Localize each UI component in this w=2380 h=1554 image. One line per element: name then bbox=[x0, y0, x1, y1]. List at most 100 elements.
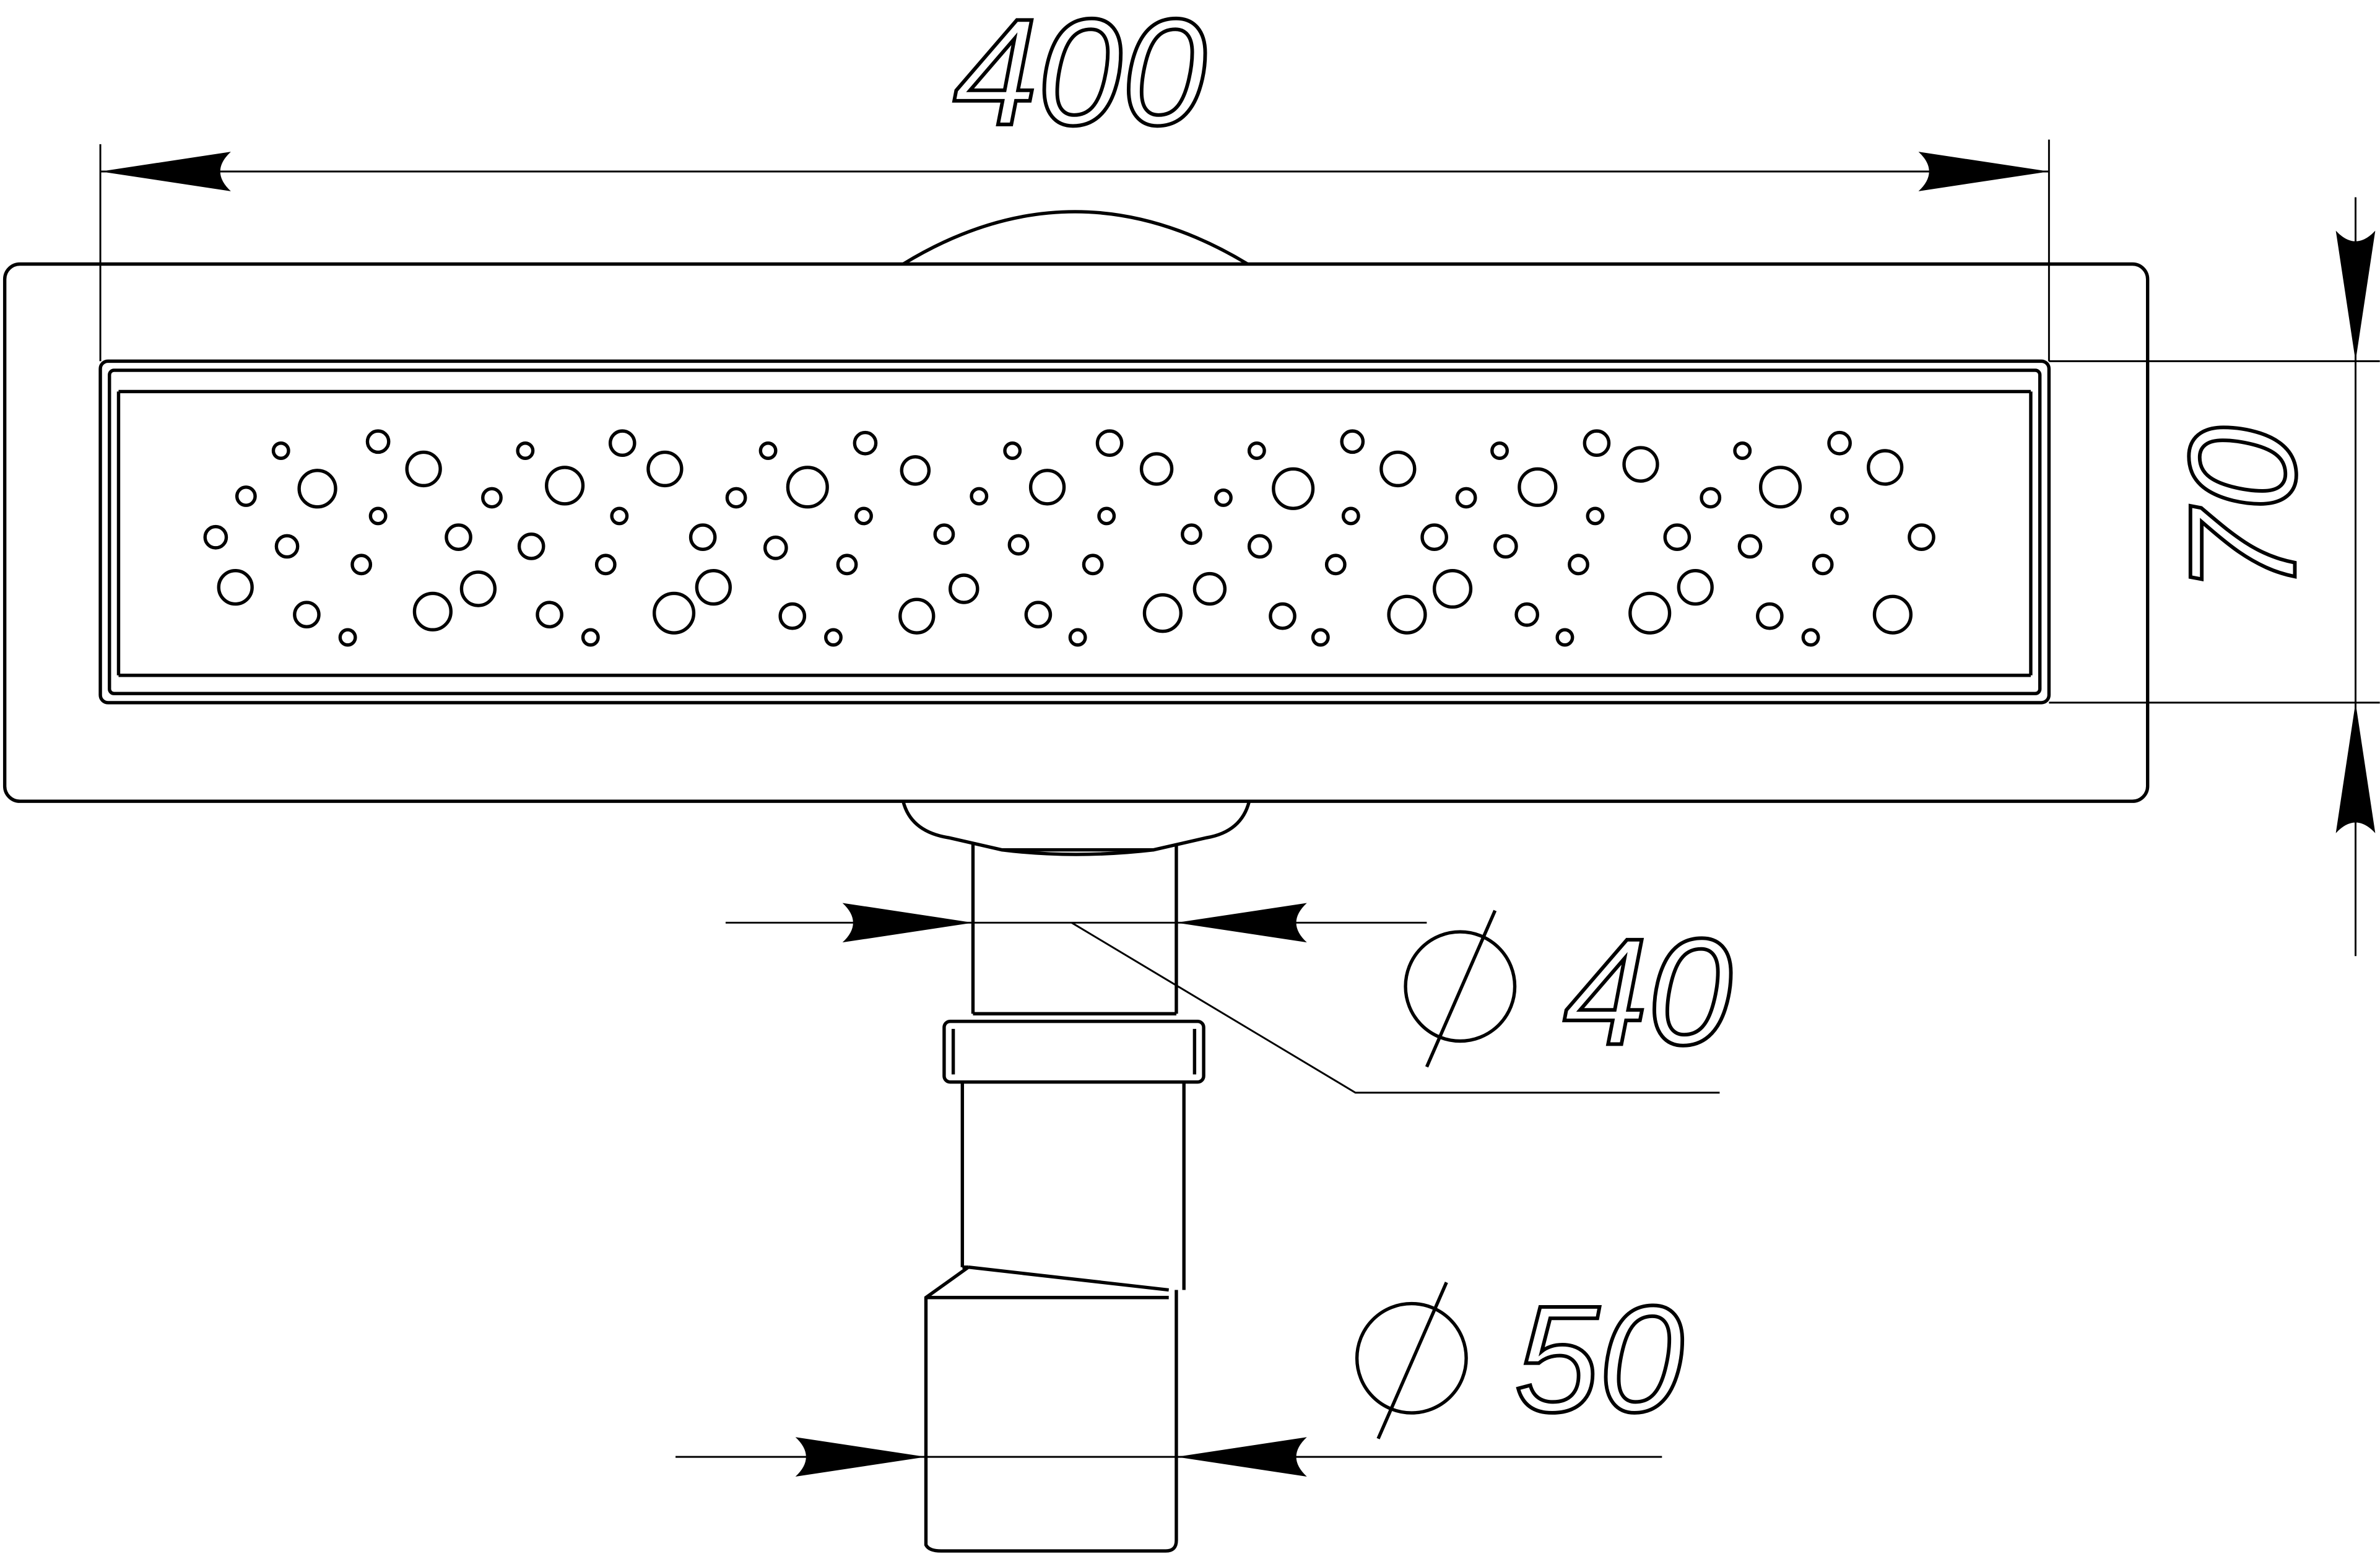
drain-outlet-pipe bbox=[901, 801, 1251, 1553]
grate-hole bbox=[1872, 594, 1913, 635]
grate-hole bbox=[610, 506, 629, 526]
grate-hole bbox=[1028, 469, 1066, 506]
grate-hole bbox=[516, 441, 535, 460]
grate-hole bbox=[1097, 506, 1116, 526]
grate-hole bbox=[1068, 628, 1087, 647]
drain-outer-frame bbox=[2, 262, 2150, 803]
grate-hole bbox=[653, 591, 696, 635]
grate-hole bbox=[1677, 568, 1714, 606]
grate-hole bbox=[949, 573, 979, 604]
grate-hole bbox=[786, 466, 829, 509]
dimension-width-label: 70 bbox=[2157, 426, 2327, 595]
grate-hole bbox=[271, 441, 290, 460]
grate-hole bbox=[217, 568, 254, 606]
grate-hole bbox=[778, 602, 807, 630]
grate-hole bbox=[350, 553, 373, 576]
grate-hole bbox=[338, 628, 357, 647]
drain-grate bbox=[98, 359, 2051, 705]
diameter-symbol-icon bbox=[1355, 1282, 1468, 1439]
dimension-width: 70 bbox=[2049, 197, 2380, 957]
grate-hole bbox=[1493, 534, 1518, 559]
dimension-length: 400 bbox=[99, 0, 2050, 362]
grate-hole bbox=[853, 430, 878, 456]
dimension-length-label: 400 bbox=[953, 0, 1207, 157]
grate-hole bbox=[1663, 523, 1692, 552]
grate-hole bbox=[1812, 553, 1834, 576]
grate-hole bbox=[536, 601, 563, 629]
grate-hole bbox=[695, 568, 732, 606]
grate-hole bbox=[1490, 441, 1509, 460]
grate-hole bbox=[898, 597, 936, 635]
grate-hole bbox=[1311, 628, 1330, 647]
grate-hole bbox=[1003, 441, 1022, 460]
grate-hole bbox=[758, 441, 778, 460]
grate-hole bbox=[1247, 441, 1266, 460]
dimension-outlet-50: 50 bbox=[675, 1272, 1685, 1477]
grate-hole bbox=[1628, 591, 1672, 635]
grate-hole bbox=[1139, 452, 1174, 486]
grate-hole bbox=[1455, 487, 1477, 509]
grate-hole bbox=[1518, 467, 1558, 507]
dimension-outlet-40-label: 40 bbox=[1563, 906, 1732, 1076]
grate-hole bbox=[1756, 602, 1784, 630]
grate-hole bbox=[970, 487, 989, 506]
grate-hole bbox=[481, 487, 503, 509]
grate-hole-pattern bbox=[203, 429, 1935, 647]
grate-hole bbox=[581, 628, 600, 647]
grate-hole bbox=[1700, 487, 1722, 509]
grate-hole bbox=[594, 553, 617, 576]
grate-hole bbox=[365, 429, 391, 454]
grate-hole bbox=[1214, 488, 1233, 507]
grate-hole bbox=[854, 506, 873, 526]
grate-hole bbox=[1420, 523, 1448, 552]
grate-hole bbox=[235, 485, 257, 507]
grate-hole bbox=[1866, 449, 1904, 486]
grate-hole bbox=[1586, 506, 1605, 526]
grate-hole bbox=[1514, 602, 1540, 627]
grate-hole bbox=[1568, 553, 1589, 576]
grate-hole bbox=[293, 601, 321, 629]
grate-hole bbox=[1733, 441, 1752, 460]
grate-hole bbox=[1272, 467, 1315, 510]
grate-hole bbox=[900, 455, 931, 486]
grate-hole bbox=[1007, 534, 1030, 556]
grate-hole bbox=[1247, 534, 1272, 559]
grate-hole bbox=[688, 523, 717, 552]
grate-hole bbox=[1181, 523, 1202, 545]
grate-hole bbox=[1737, 534, 1763, 559]
dimension-outlet-50-label: 50 bbox=[1515, 1274, 1684, 1444]
grate-hole bbox=[1095, 429, 1124, 458]
grate-hole bbox=[1379, 450, 1417, 488]
grate-hole bbox=[1827, 430, 1852, 456]
grate-hole bbox=[1830, 506, 1849, 526]
grate-hole bbox=[368, 506, 388, 526]
grate-hole bbox=[445, 523, 472, 552]
grate-hole bbox=[1341, 506, 1360, 526]
grate-hole bbox=[1908, 523, 1935, 552]
grate-hole bbox=[545, 466, 585, 506]
grate-hole bbox=[405, 450, 442, 488]
grate-hole bbox=[1758, 466, 1802, 509]
grate-hole bbox=[412, 591, 453, 632]
grate-hole bbox=[1555, 628, 1574, 647]
grate-hole bbox=[646, 450, 684, 488]
grate-hole bbox=[1142, 593, 1183, 633]
dimension-outlet-40: 40 bbox=[725, 903, 1734, 1094]
grate-hole bbox=[933, 523, 955, 545]
grate-hole bbox=[1192, 571, 1227, 606]
grate-hole bbox=[1082, 553, 1104, 576]
diameter-symbol-icon bbox=[1404, 909, 1517, 1068]
grate-hole bbox=[1622, 446, 1659, 483]
grate-hole bbox=[1801, 628, 1820, 647]
grate-hole bbox=[1432, 568, 1473, 609]
grate-hole bbox=[1340, 429, 1365, 454]
grate-hole bbox=[824, 628, 843, 647]
grate-hole bbox=[1324, 553, 1347, 576]
grate-hole bbox=[459, 570, 497, 607]
grate-hole bbox=[1024, 601, 1053, 629]
grate-hole bbox=[203, 524, 228, 550]
grate-hole bbox=[725, 487, 747, 509]
grate-hole bbox=[836, 553, 858, 576]
grate-hole bbox=[1269, 602, 1296, 630]
